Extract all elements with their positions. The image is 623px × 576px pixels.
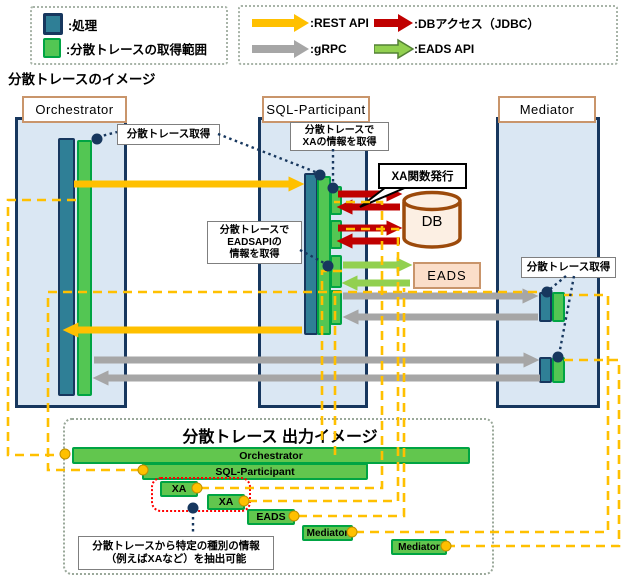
mediator-trace-block-1	[552, 292, 565, 322]
sql-participant-title-text: SQL-Participant	[266, 102, 366, 117]
output-bar-mediator-1: Mediator	[302, 525, 353, 541]
legend-arrows-box: :REST API :DBアクセス（JDBC） :gRPC :EADS API	[238, 5, 618, 65]
trace-range-swatch-icon	[43, 38, 61, 58]
mediator-process-block-2	[539, 357, 552, 383]
legend-shapes-box: :処理 :分散トレースの取得範囲	[30, 6, 228, 65]
eads-node: EADS	[413, 262, 481, 289]
mediator-trace-block-2	[552, 357, 565, 383]
output-bar-eads: EADS	[247, 509, 295, 525]
eads-api-arrow-icon	[374, 38, 414, 60]
callout-eads-info: 分散トレースで EADSAPIの 情報を取得	[207, 221, 302, 264]
legend-process-label: :処理	[68, 18, 98, 33]
diagram-title: 分散トレースのイメージ	[8, 72, 156, 87]
column-title-sql-participant: SQL-Participant	[262, 96, 370, 123]
legend-item-rest-api: :REST API	[252, 12, 369, 34]
sql-participant-process-bar	[304, 173, 318, 335]
legend-item-eads-api: :EADS API	[374, 38, 474, 60]
legend-item-trace-range: :分散トレースの取得範囲	[43, 38, 207, 58]
output-bar-xa-2: XA	[207, 494, 245, 510]
mediator-process-block-1	[539, 292, 552, 322]
output-bar-orchestrator: Orchestrator	[72, 447, 470, 464]
output-bar-xa-1: XA	[160, 481, 198, 497]
sql-grpc-span-block	[330, 290, 342, 325]
grpc-arrow-icon	[252, 40, 309, 58]
callout-xa-info: 分散トレースで XAの情報を取得	[290, 122, 389, 151]
legend-rest-api-label: :REST API	[310, 16, 369, 30]
rest-api-arrow-icon	[252, 14, 309, 32]
output-bar-sql-participant-label: SQL-Participant	[215, 465, 295, 478]
output-bar-xa1-label: XA	[171, 483, 187, 495]
eads-label: EADS	[427, 268, 467, 283]
legend-item-process: :処理	[43, 13, 97, 35]
sql-xa-span-block-1	[330, 186, 342, 215]
sql-participant-trace-bar	[317, 176, 331, 335]
legend-trace-range-label: :分散トレースの取得範囲	[66, 42, 208, 57]
sql-eads-span-block	[330, 255, 342, 288]
xa-call-bubble: XA関数発行	[378, 163, 467, 189]
callout-trace-get-right: 分散トレース取得	[521, 257, 616, 278]
output-bar-mediator-2: Mediator	[391, 539, 447, 555]
mediator-title-text: Mediator	[519, 102, 575, 117]
output-bar-orchestrator-label: Orchestrator	[239, 449, 303, 462]
orchestrator-title-text: Orchestrator	[35, 102, 114, 117]
xa-highlight-outline	[151, 477, 251, 512]
legend-eads-api-label: :EADS API	[414, 42, 475, 56]
legend-db-access-label: :DBアクセス（JDBC）	[414, 16, 540, 31]
callout-extract-note: 分散トレースから特定の種別の情報 （例えばXAなど）を抽出可能	[78, 536, 274, 570]
output-bar-xa2-label: XA	[218, 496, 234, 508]
legend-grpc-label: :gRPC	[310, 42, 347, 56]
column-title-mediator: Mediator	[498, 96, 596, 123]
orchestrator-trace-bar	[77, 140, 92, 396]
column-title-orchestrator: Orchestrator	[22, 96, 127, 123]
output-bar-mediator2-label: Mediator	[398, 541, 440, 553]
output-bar-mediator1-label: Mediator	[306, 527, 349, 539]
legend-item-grpc: :gRPC	[252, 38, 347, 60]
db-label: DB	[421, 212, 443, 230]
db-access-arrow-icon	[374, 14, 413, 32]
sql-xa-span-block-2	[330, 220, 342, 249]
trace-output-title: 分散トレース 出力イメージ	[182, 429, 378, 446]
output-bar-eads-label: EADS	[256, 511, 286, 523]
orchestrator-process-bar	[58, 138, 75, 396]
process-swatch-icon	[43, 13, 63, 35]
callout-trace-get-left: 分散トレース取得	[117, 124, 220, 145]
legend-item-db-access: :DBアクセス（JDBC）	[374, 12, 539, 34]
